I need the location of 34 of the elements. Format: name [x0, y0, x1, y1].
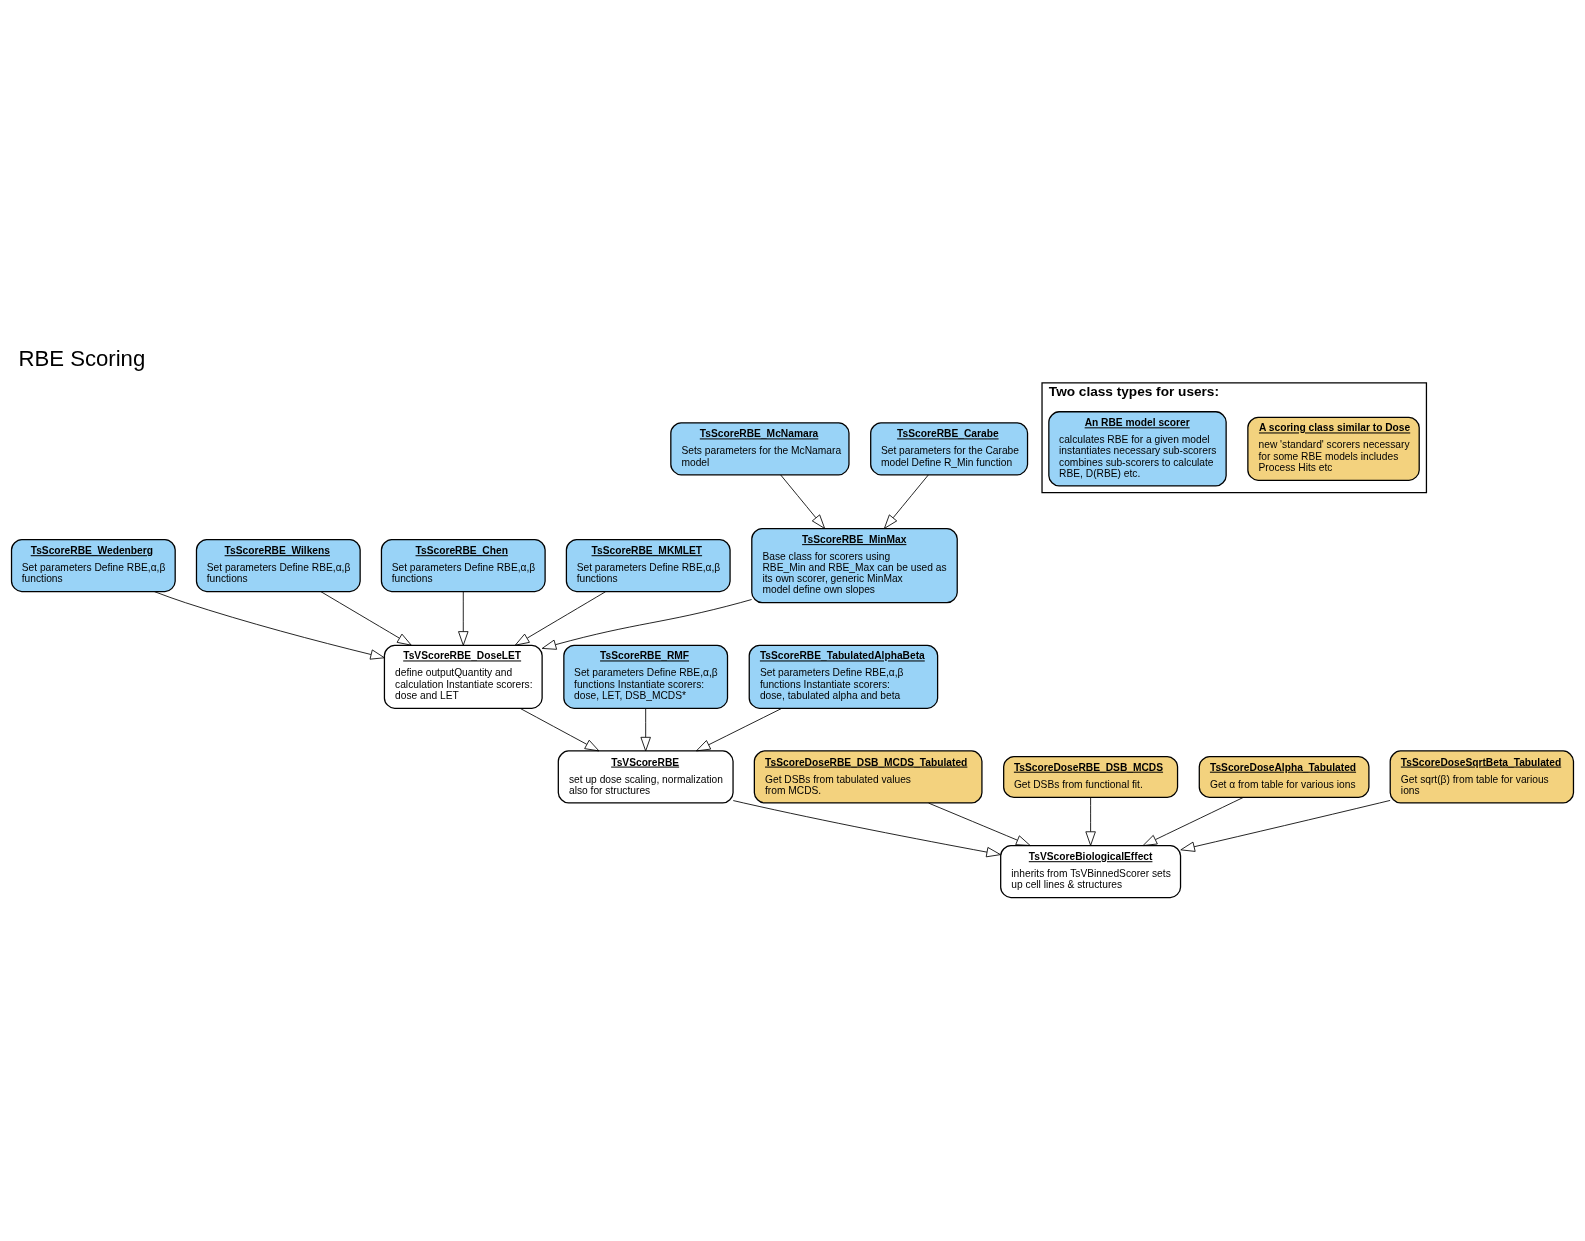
arrow [541, 598, 752, 650]
diagram-title: RBE Scoring [18, 345, 146, 371]
node-box: TsScoreRBE_Wedenberg Set parameters Define RBE,α,β functions [10, 538, 176, 592]
node-box: TsScoreRBE_RMF Set parameters Define RBE,α,β functions Instantiate scorers: dose, LET, DSB_MCDS* [563, 644, 729, 709]
node-box: TsScoreDoseSqrtBeta_Tabulated Get sqrt(β) from table for various ions [1389, 749, 1575, 804]
arrow [883, 474, 929, 529]
node-box: TsScoreRBE_Carabe Set parameters for the Carabe model Define R_Min function [870, 421, 1029, 475]
node-box: TsScoreRBE_Chen Set parameters Define RBE,α,β functions [380, 538, 546, 592]
arrow [519, 707, 600, 751]
node-box: An RBE model scorer calculates RBE for a given model instantiates necessary sub-scorers combines sub-scorers to calculate RBE, D(RBE) etc. [1048, 410, 1227, 487]
node-box: TsVScoreRBE set up dose scaling, normalization also for structures [557, 749, 734, 804]
arrow [1180, 799, 1391, 852]
node-box: TsVScoreBiologicalEffect inherits from TsVBinnedScorer sets up cell lines & structures [1000, 844, 1182, 898]
arrow [153, 590, 385, 660]
arrow [928, 802, 1031, 846]
node-box: TsScoreDoseAlpha_Tabulated Get α from table for various ions [1198, 755, 1370, 798]
node-box: TsScoreDoseRBE_DSB_MCDS_Tabulated Get DSBs from tabulated values from MCDS. [753, 749, 983, 804]
arrow [695, 707, 783, 751]
arrow [1142, 796, 1244, 846]
node-box: TsScoreRBE_MKMLET Set parameters Define RBE,α,β functions [565, 538, 731, 592]
arrow [1085, 796, 1096, 846]
node-box: TsScoreDoseRBE_DSB_MCDS Get DSBs from functional fit. [1003, 755, 1179, 798]
node-box: TsScoreRBE_TabulatedAlphaBeta Set parameters Define RBE,α,β functions Instantiate scorers: dose, tabulated alpha and beta [748, 644, 939, 709]
arrow [640, 707, 651, 751]
node-box: TsScoreRBE_MinMax Base class for scorers using RBE_Min and RBE_Max can be used as its own scorer, generic MinMax model define own slopes [751, 527, 958, 603]
arrow [732, 799, 1001, 857]
node-box: A scoring class similar to Dose new 'standard' scorers necessary for some RBE models includes Process Hits etc [1247, 416, 1420, 481]
arrow [780, 474, 826, 529]
arrow [514, 590, 606, 646]
node-box: TsScoreRBE_McNamara Sets parameters for the McNamara model [670, 421, 850, 475]
node-box: TsVScoreRBE_DoseLET define outputQuantity and calculation Instantiate scorers: dose and LET [383, 644, 543, 709]
arrow [320, 590, 412, 646]
node-box: TsScoreRBE_Wilkens Set parameters Define RBE,α,β functions [195, 538, 361, 592]
arrow [458, 590, 469, 646]
